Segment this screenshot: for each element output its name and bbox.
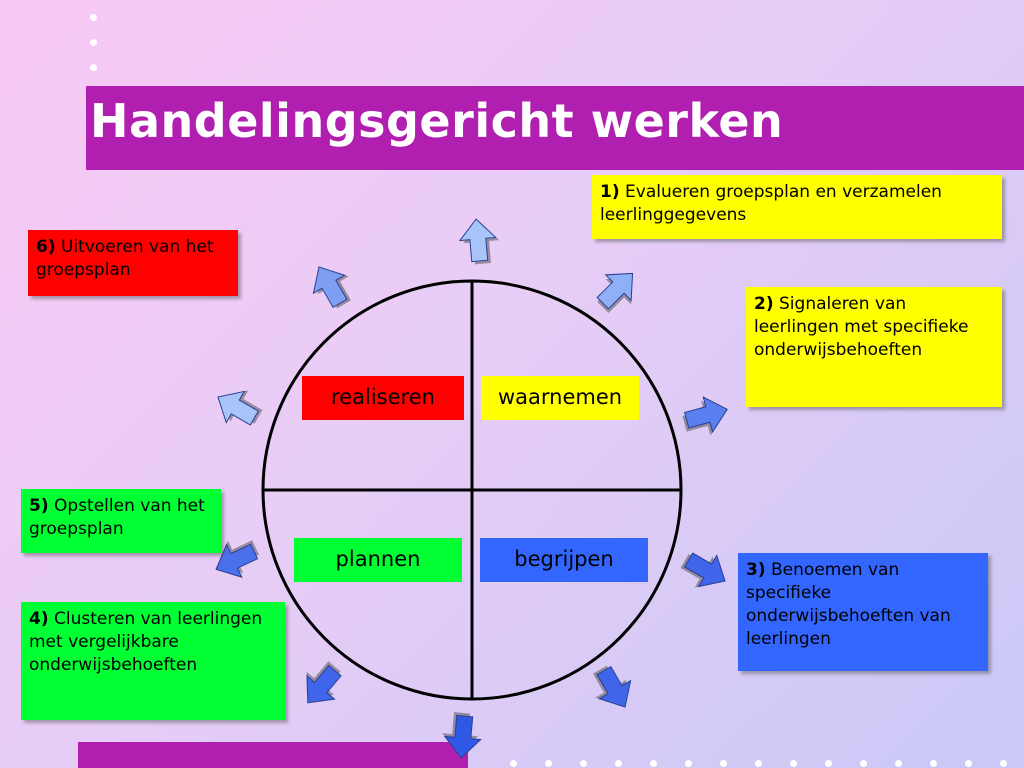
step-text: Uitvoeren van het groepsplan [36,237,214,280]
quadrant-plannen: plannen [294,538,462,582]
step-5-box: 5) Opstellen van het groepsplan [21,489,221,553]
arrow-icon [680,552,726,588]
arrow-icon [306,661,342,704]
step-text: Signaleren van leerlingen met specifieke… [754,294,969,360]
quadrant-realiseren: realiseren [302,376,464,420]
step-text: Clusteren van leerlingen met vergelijkba… [29,609,263,675]
arrow-icon [442,712,482,759]
title-bar [86,86,1024,170]
arrow-icon [592,665,632,708]
step-2-box: 2) Signaleren van leerlingen met specifi… [746,287,1002,407]
step-text: Benoemen van specifieke onderwijsbehoeft… [746,560,951,649]
arrow-icon [596,272,634,314]
arrow-icon [312,266,352,309]
step-text: Evalueren groepsplan en verzamelen leerl… [600,182,942,225]
step-6-box: 6) Uitvoeren van het groepsplan [28,230,238,296]
step-number: 6) [36,237,56,257]
arrow-icon [215,540,259,578]
arrow-icon [682,396,728,436]
quadrant-begrijpen: begrijpen [480,538,648,582]
page-title: Handelingsgericht werken [90,94,784,148]
step-text: Opstellen van het groepsplan [29,496,205,539]
step-number: 2) [754,294,774,314]
arrow-icon [458,218,500,265]
quadrant-waarnemen: waarnemen [481,376,639,420]
step-number: 5) [29,496,49,516]
arrow-icon [217,390,263,426]
step-number: 4) [29,609,49,629]
step-4-box: 4) Clusteren van leerlingen met vergelij… [21,602,285,720]
bottom-bar [78,742,468,768]
step-1-box: 1) Evalueren groepsplan en verzamelen le… [592,175,1002,239]
step-number: 1) [600,182,620,202]
step-number: 3) [746,560,766,580]
step-3-box: 3) Benoemen van specifieke onderwijsbeho… [738,553,988,671]
